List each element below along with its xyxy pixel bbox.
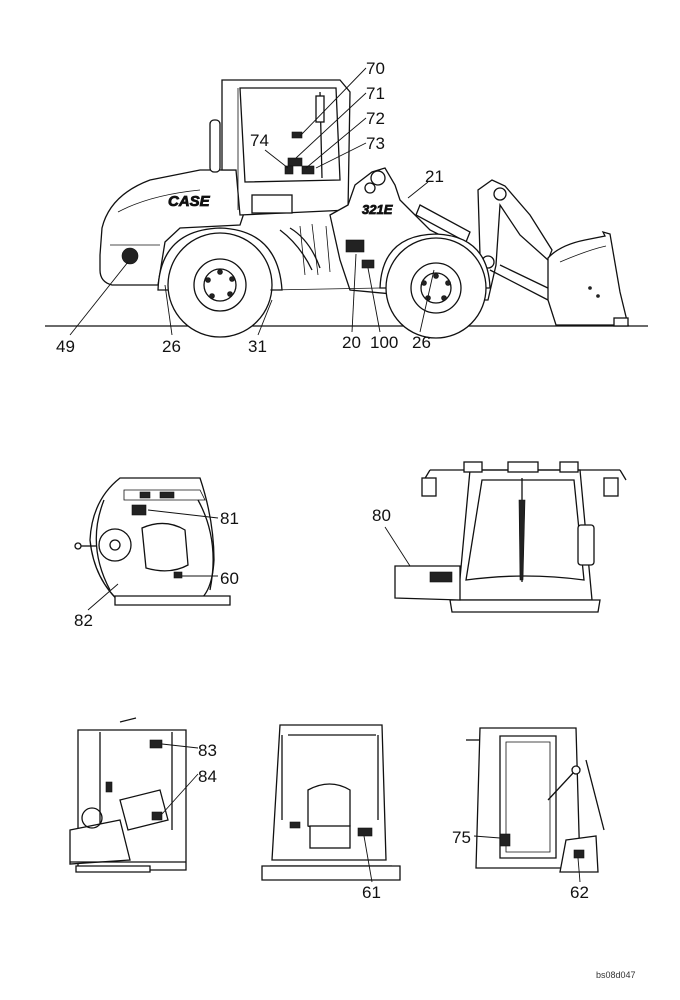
decal-spot-73 [301,165,315,175]
decal-spot-81 [131,504,147,516]
rear-wheel [157,227,283,338]
leader-lines-front [384,526,411,567]
callout-84: 84 [198,767,217,786]
drawing-code: bs08d047 [596,970,636,980]
loader-side-view: CASE 321E [45,79,648,339]
cab-left-interior-view [69,717,187,873]
operator-seat-rear [307,783,351,831]
callout-74: 74 [250,131,269,150]
right-mirror [603,477,619,497]
steering-wheel [98,528,132,562]
callout-20: 20 [342,333,361,352]
decal-spot-72 [287,157,303,167]
callout-26-rear: 26 [162,337,181,356]
callout-71: 71 [366,84,385,103]
decal-spot-49 [121,247,139,265]
callout-26-front: 26 [412,333,431,352]
decal-spot-20 [345,239,365,253]
leader-lines-bottom-left [161,743,199,815]
side-panel [394,565,461,601]
operator-seat [141,522,189,572]
leader-lines-bottom-right [473,835,581,883]
light-housing [370,170,386,186]
callout-80: 80 [372,506,391,525]
cab-rear-view [261,724,401,881]
callout-83: 83 [198,741,217,760]
decal-spot-84 [151,811,163,821]
cab-door [499,735,557,859]
decal-spot-100 [361,259,375,269]
left-mirror [421,477,437,497]
decal-spot-83 [149,739,163,749]
callout-70: 70 [366,59,385,78]
callout-82: 82 [74,611,93,630]
cab-plan-view [74,477,231,606]
model-decal: 321E [362,202,393,217]
decal-spot-60 [173,571,183,579]
leader-lines-bottom-mid [363,835,373,883]
decal-spot-61 [357,827,373,837]
decal-spot-74 [284,165,294,175]
seat-box [251,194,293,214]
cab-right-door-view [466,727,605,873]
callout-60: 60 [220,569,239,588]
callout-31: 31 [248,337,267,356]
decal-spot-71 [291,131,303,139]
front-wheel [379,233,491,339]
cab-handle [315,95,325,123]
bucket-edge [613,317,629,327]
callout-49: 49 [56,337,75,356]
callout-labels: 70 71 72 73 74 21 49 26 31 20 100 26 81 … [56,59,589,902]
decal-spot-62 [573,849,585,859]
wiper-blade [518,499,526,581]
leader-lines-main [69,67,435,336]
callout-62: 62 [570,883,589,902]
callout-72: 72 [366,109,385,128]
callout-75: 75 [452,828,471,847]
decal-spot-75 [499,833,511,847]
cab-front-view [394,461,627,613]
leader-lines-plan [87,509,219,611]
loader-bucket [547,230,629,326]
callout-100: 100 [370,333,398,352]
callout-61: 61 [362,883,381,902]
callout-73: 73 [366,134,385,153]
decal-spot-80 [429,571,453,583]
exhaust-pipe [209,119,221,173]
callout-21: 21 [425,167,444,186]
brand-decal: CASE [168,193,211,210]
callout-81: 81 [220,509,239,528]
